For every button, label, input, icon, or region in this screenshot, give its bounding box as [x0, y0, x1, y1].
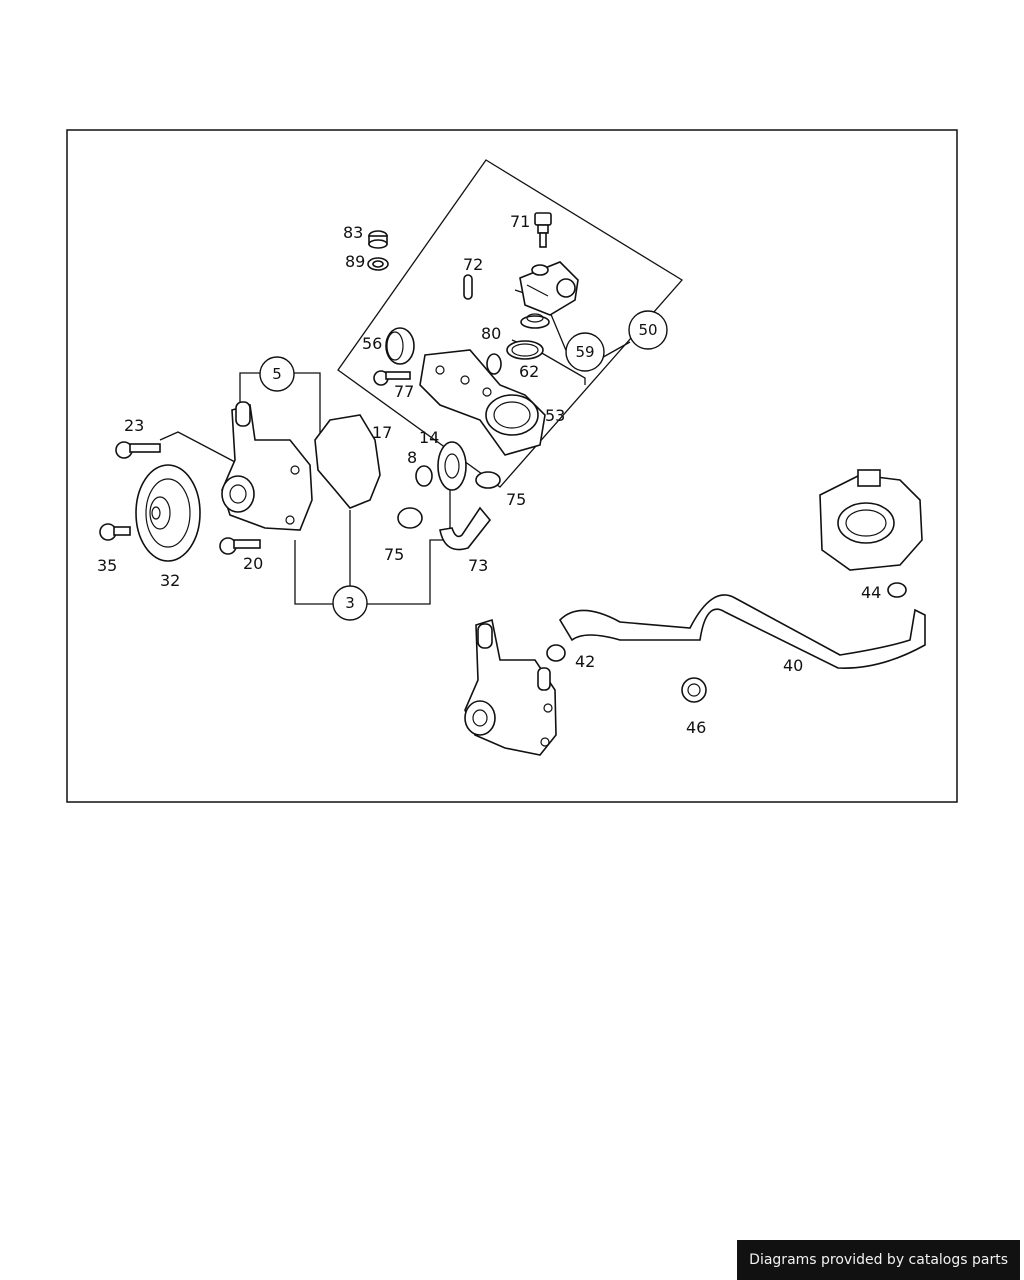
- plug-83: [368, 230, 388, 249]
- label-40: 40: [783, 656, 803, 675]
- clamp-46: [681, 677, 707, 703]
- label-20: 20: [243, 554, 263, 573]
- label-8: 8: [407, 448, 417, 467]
- pulley-32: [135, 464, 201, 562]
- label-80: 80: [481, 324, 501, 343]
- water-pump-lower: [464, 618, 557, 756]
- impeller-14: [437, 441, 467, 491]
- gasket-17: [314, 414, 381, 509]
- label-32: 32: [160, 571, 180, 590]
- o-ring-80: [486, 353, 502, 375]
- label-35: 35: [97, 556, 117, 575]
- washer-89: [367, 257, 389, 271]
- svg-text:3: 3: [345, 594, 355, 612]
- thermostat-cover: [519, 261, 579, 316]
- label-46: 46: [686, 718, 706, 737]
- svg-text:50: 50: [638, 321, 657, 339]
- callout-59: 59: [565, 332, 605, 372]
- leader-23: [159, 431, 236, 463]
- cap-56: [385, 327, 415, 365]
- bolt-23: [115, 441, 161, 459]
- label-14: 14: [419, 428, 439, 447]
- label-42: 42: [575, 652, 595, 671]
- seal-8: [415, 465, 433, 487]
- callout-3: 3: [332, 585, 368, 621]
- clamp-44: [887, 582, 907, 598]
- clamp-75-upper: [475, 471, 501, 489]
- callout-5: 5: [259, 356, 295, 392]
- bolt-20: [219, 537, 261, 555]
- label-62: 62: [519, 362, 539, 381]
- label-83: 83: [343, 223, 363, 242]
- hose-40: [558, 594, 926, 669]
- thermostat-insert: [520, 313, 550, 329]
- thermostat-group-outline: [337, 159, 683, 488]
- coolant-housing-53: [419, 349, 546, 456]
- clamp-75-lower: [397, 507, 423, 529]
- throttle-body: [819, 469, 923, 571]
- callout-5-bracket-right: [293, 372, 321, 450]
- label-17: 17: [372, 423, 392, 442]
- label-89: 89: [345, 252, 365, 271]
- label-75-upper: 75: [506, 490, 526, 509]
- label-23: 23: [124, 416, 144, 435]
- clamp-42: [546, 644, 566, 662]
- credit-banner: Diagrams provided by catalogs parts: [737, 1240, 1020, 1280]
- label-44: 44: [861, 583, 881, 602]
- hose-73: [439, 506, 492, 551]
- pin-72: [463, 274, 473, 300]
- diagram-frame: [66, 129, 958, 803]
- callout-50: 50: [628, 310, 668, 350]
- label-75-lower: 75: [384, 545, 404, 564]
- callout-3-bracket: [294, 540, 333, 605]
- label-53: 53: [545, 406, 565, 425]
- svg-text:5: 5: [272, 365, 282, 383]
- label-72: 72: [463, 255, 483, 274]
- label-73: 73: [468, 556, 488, 575]
- label-71: 71: [510, 212, 530, 231]
- bolt-71: [534, 212, 552, 248]
- screw-77: [373, 370, 411, 386]
- bolt-35: [99, 523, 131, 541]
- callout-3-bracket-right: [367, 490, 451, 605]
- svg-text:59: 59: [575, 343, 594, 361]
- label-56: 56: [362, 334, 382, 353]
- label-77: 77: [394, 382, 414, 401]
- water-pump-upper: [221, 401, 313, 531]
